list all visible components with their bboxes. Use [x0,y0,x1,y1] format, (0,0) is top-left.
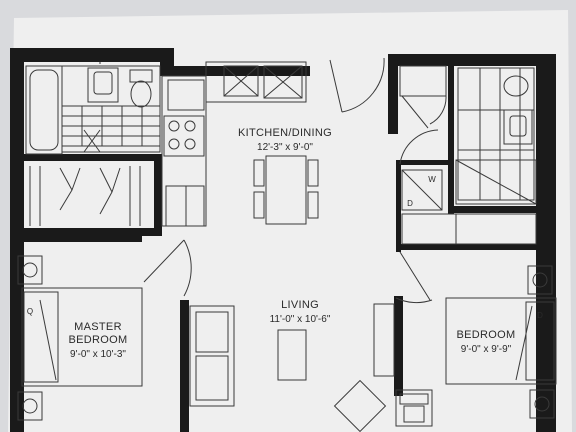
fixture-lines [17,57,557,432]
double-bed-mark: D [537,311,543,320]
dryer-mark: D [407,199,413,208]
room-name-master-bedroom-line1: MASTER [74,321,122,333]
interior-walls [24,64,540,252]
exterior-walls [10,48,556,432]
room-name-kitchen-dining: KITCHEN/DINING [238,127,332,139]
room-name-living: LIVING [281,299,319,311]
queen-bed-mark: Q [27,307,33,316]
room-labels: KITCHEN/DINING 12'-3" x 9'-0" LIVING 11'… [27,127,543,360]
room-name-master-bedroom-line2: BEDROOM [69,334,128,346]
room-dimensions-bedroom: 9'-0" x 9'-9" [461,344,512,355]
washer-mark: W [428,175,436,184]
room-dimensions-living: 11'-0" x 10'-6" [270,314,331,325]
room-dimensions-master-bedroom: 9'-0" x 10'-3" [70,349,126,360]
room-dimensions-kitchen-dining: 12'-3" x 9'-0" [257,142,313,153]
room-name-bedroom: BEDROOM [457,329,516,341]
